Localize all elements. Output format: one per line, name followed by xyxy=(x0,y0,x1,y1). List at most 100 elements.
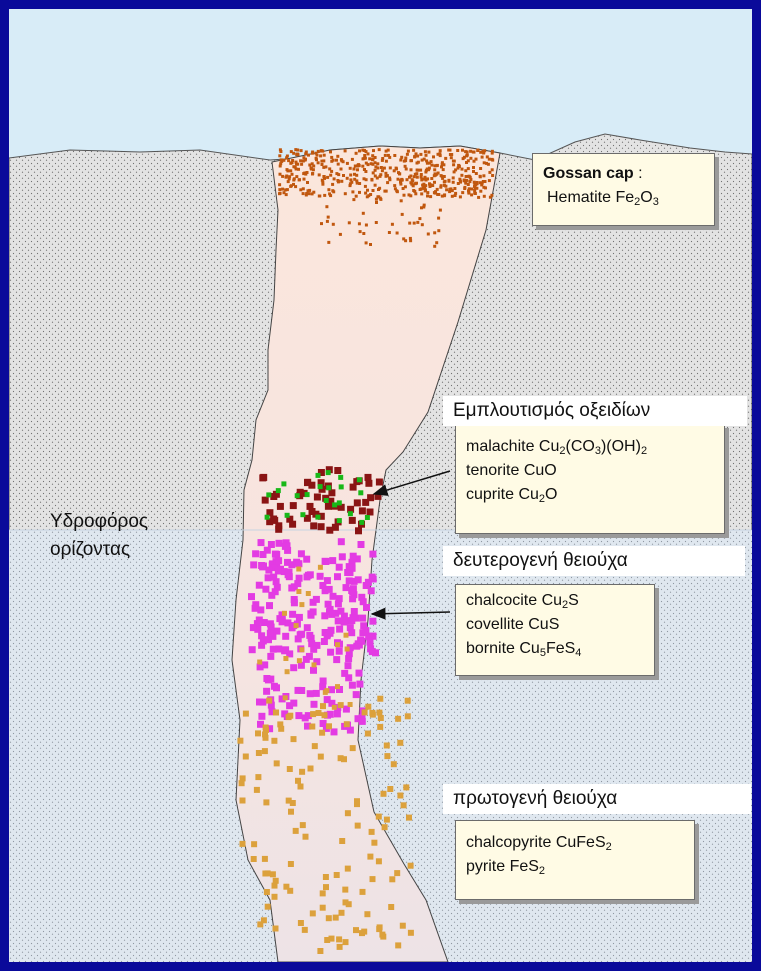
hematite-grain xyxy=(454,194,457,197)
hematite-grain xyxy=(465,154,468,157)
hematite-grain xyxy=(321,150,324,153)
hematite-grain xyxy=(340,180,343,183)
hematite-grain xyxy=(413,156,416,159)
secondary-grain xyxy=(306,653,313,660)
formula-subscript: 2 xyxy=(641,445,647,457)
oxide-grain-red xyxy=(349,517,356,524)
hematite-grain xyxy=(366,189,369,192)
secondary-grain xyxy=(365,579,372,586)
oxide-grain-red xyxy=(355,527,362,534)
hematite-grain xyxy=(302,192,305,195)
mineral-text: O xyxy=(545,486,557,503)
hematite-grain xyxy=(368,157,371,160)
secondary-grain xyxy=(266,602,273,609)
hematite-grain xyxy=(472,170,475,173)
hematite-grain xyxy=(291,159,294,162)
primary-grain xyxy=(381,791,387,797)
hematite-grain xyxy=(389,166,392,169)
hematite-grain xyxy=(357,164,360,167)
secondary-grain xyxy=(256,617,263,624)
hematite-grain xyxy=(320,222,323,225)
primary-grain xyxy=(272,894,278,900)
hematite-grain xyxy=(306,171,309,174)
secondary-zone-mineral: chalcocite Cu2S xyxy=(466,589,654,613)
gold-grain xyxy=(283,695,288,700)
gold-grain xyxy=(335,642,340,647)
hematite-grain xyxy=(481,156,484,159)
hematite-grain xyxy=(480,183,483,186)
hematite-grain xyxy=(433,181,436,184)
hematite-grain xyxy=(430,177,433,180)
hematite-grain xyxy=(363,168,366,171)
oxide-grain-red xyxy=(289,521,296,528)
secondary-grain xyxy=(274,584,281,591)
secondary-grain xyxy=(356,681,363,688)
oxide-grain-green xyxy=(339,484,344,489)
secondary-grain xyxy=(304,624,311,631)
hematite-grain xyxy=(374,165,377,168)
hematite-grain xyxy=(356,168,359,171)
primary-grain xyxy=(262,871,268,877)
hematite-grain xyxy=(469,157,472,160)
secondary-grain xyxy=(263,688,270,695)
hematite-grain xyxy=(287,159,290,162)
hematite-grain xyxy=(370,178,373,181)
hematite-grain xyxy=(330,170,333,173)
hematite-grain xyxy=(474,183,477,186)
primary-grain xyxy=(270,871,276,877)
primary-grain xyxy=(263,799,269,805)
hematite-grain xyxy=(299,188,302,191)
hematite-grain xyxy=(424,184,427,187)
secondary-grain xyxy=(350,553,357,560)
hematite-grain xyxy=(374,169,377,172)
hematite-grain xyxy=(473,160,476,163)
hematite-grain xyxy=(304,152,307,155)
hematite-grain xyxy=(355,195,358,198)
secondary-grain xyxy=(284,559,291,566)
secondary-grain xyxy=(258,713,265,720)
gold-grain xyxy=(335,684,340,689)
hematite-grain xyxy=(279,165,282,168)
oxide-grain-green xyxy=(337,518,342,523)
hematite-grain xyxy=(337,163,340,166)
oxide-grain-red xyxy=(376,479,383,486)
secondary-grain xyxy=(345,655,352,662)
water-table-label: Υδροφόρος ορίζοντας xyxy=(50,508,148,564)
hematite-grain xyxy=(311,172,314,175)
hematite-grain xyxy=(411,180,414,183)
primary-grain xyxy=(293,828,299,834)
secondary-grain xyxy=(334,573,341,580)
hematite-grain xyxy=(484,180,487,183)
hematite-grain xyxy=(388,231,391,234)
hematite-grain xyxy=(336,155,339,158)
primary-grain xyxy=(384,743,390,749)
primary-grain xyxy=(323,874,329,880)
oxide-grain-red xyxy=(262,497,269,504)
hematite-grain xyxy=(393,154,396,157)
oxide-grain-red xyxy=(259,474,266,481)
hematite-grain xyxy=(395,189,398,192)
primary-grain xyxy=(394,870,400,876)
hematite-grain xyxy=(457,182,460,185)
secondary-grain xyxy=(252,550,259,557)
primary-zone-mineral: pyrite FeS2 xyxy=(466,855,694,879)
hematite-grain xyxy=(332,190,335,193)
hematite-grain xyxy=(437,229,440,232)
mineral-text: chalcopyrite CuFeS xyxy=(466,834,606,851)
hematite-grain xyxy=(444,157,447,160)
primary-grain xyxy=(243,754,249,760)
hematite-grain xyxy=(416,169,419,172)
hematite-grain xyxy=(361,149,364,152)
secondary-grain xyxy=(345,662,352,669)
primary-grain xyxy=(362,709,368,715)
hematite-grain xyxy=(421,184,424,187)
secondary-grain xyxy=(275,557,282,564)
primary-grain xyxy=(320,703,326,709)
secondary-grain xyxy=(313,596,320,603)
mineral-text: pyrite FeS xyxy=(466,858,539,875)
hematite-grain xyxy=(483,195,486,198)
hematite-grain xyxy=(281,188,284,191)
primary-grain xyxy=(262,748,268,754)
primary-grain xyxy=(378,715,384,721)
mineral-text: )(OH) xyxy=(601,438,641,455)
